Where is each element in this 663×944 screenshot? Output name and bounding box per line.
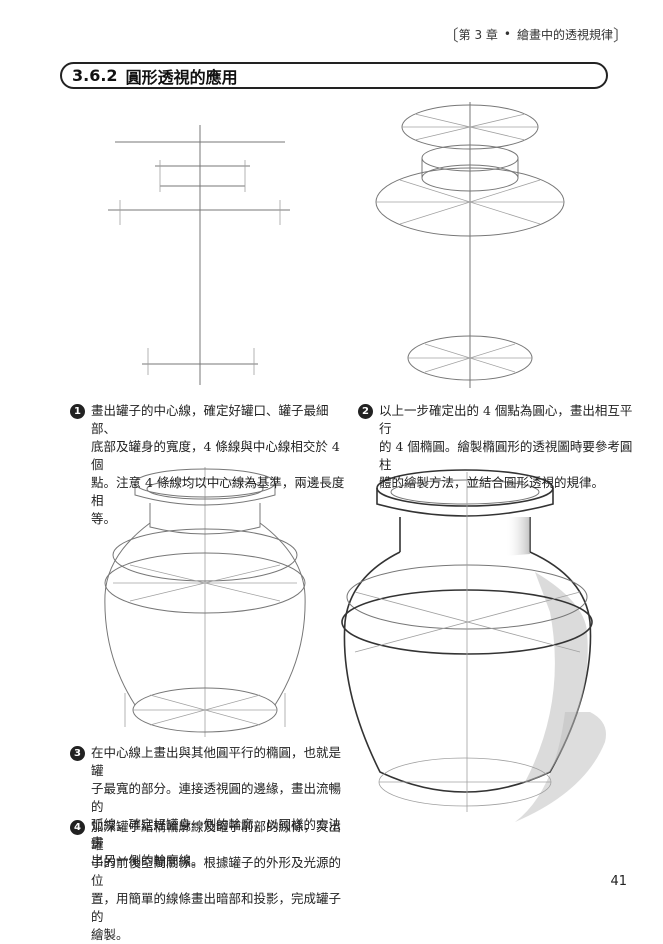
step-1-number: 1 bbox=[70, 404, 85, 419]
chapter-number: 第 3 章 bbox=[458, 27, 498, 42]
page-number: 41 bbox=[610, 874, 627, 889]
step-2-text: 以上一步確定出的 4 個點為圓心，畫出相互平行 的 4 個橢圓。繪製橢圓形的透視… bbox=[379, 403, 633, 490]
step-3: 3 在中心線上畫出與其他圓平行的橢圓，也就是罐 子最寬的部分。連接透視圓的邊緣，… bbox=[70, 744, 345, 870]
sketch-step-1 bbox=[108, 125, 290, 385]
step-2-number: 2 bbox=[358, 404, 373, 419]
step-1: 1 畫出罐子的中心線，確定好罐口、罐子最細部、 底部及罐身的寬度，4 條線與中心… bbox=[70, 402, 345, 528]
step-4: 4 加深罐子結構輪廓線及罐子前部的線條，突出罐 子的前後空間關係。根據罐子的外形… bbox=[70, 818, 345, 944]
step-2: 2 以上一步確定出的 4 個點為圓心，畫出相互平行 的 4 個橢圓。繪製橢圓形的… bbox=[358, 402, 633, 492]
step-3-text: 在中心線上畫出與其他圓平行的橢圓，也就是罐 子最寬的部分。連接透視圓的邊緣，畫出… bbox=[91, 745, 342, 868]
sketch-step-4 bbox=[341, 469, 606, 822]
section-title: 3.6.2 圓形透視的應用 bbox=[60, 62, 608, 89]
chapter-title: 繪畫中的透視規律 bbox=[516, 27, 613, 42]
step-3-number: 3 bbox=[70, 746, 85, 761]
section-heading: 圓形透視的應用 bbox=[125, 67, 238, 87]
section-number: 3.6.2 bbox=[72, 66, 118, 85]
header-bracket-right: 〕 bbox=[612, 26, 629, 45]
chapter-header: 〔 第 3 章 • 繪畫中的透視規律 〕 bbox=[442, 24, 629, 45]
sketch-step-2 bbox=[375, 102, 565, 388]
step-4-number: 4 bbox=[70, 820, 85, 835]
sketch-step-3 bbox=[104, 467, 306, 737]
header-bracket-left: 〔 bbox=[442, 26, 459, 45]
header-bullet: • bbox=[503, 27, 511, 41]
step-1-text: 畫出罐子的中心線，確定好罐口、罐子最細部、 底部及罐身的寬度，4 條線與中心線相… bbox=[91, 403, 345, 526]
step-4-text: 加深罐子結構輪廓線及罐子前部的線條，突出罐 子的前後空間關係。根據罐子的外形及光… bbox=[91, 819, 342, 942]
